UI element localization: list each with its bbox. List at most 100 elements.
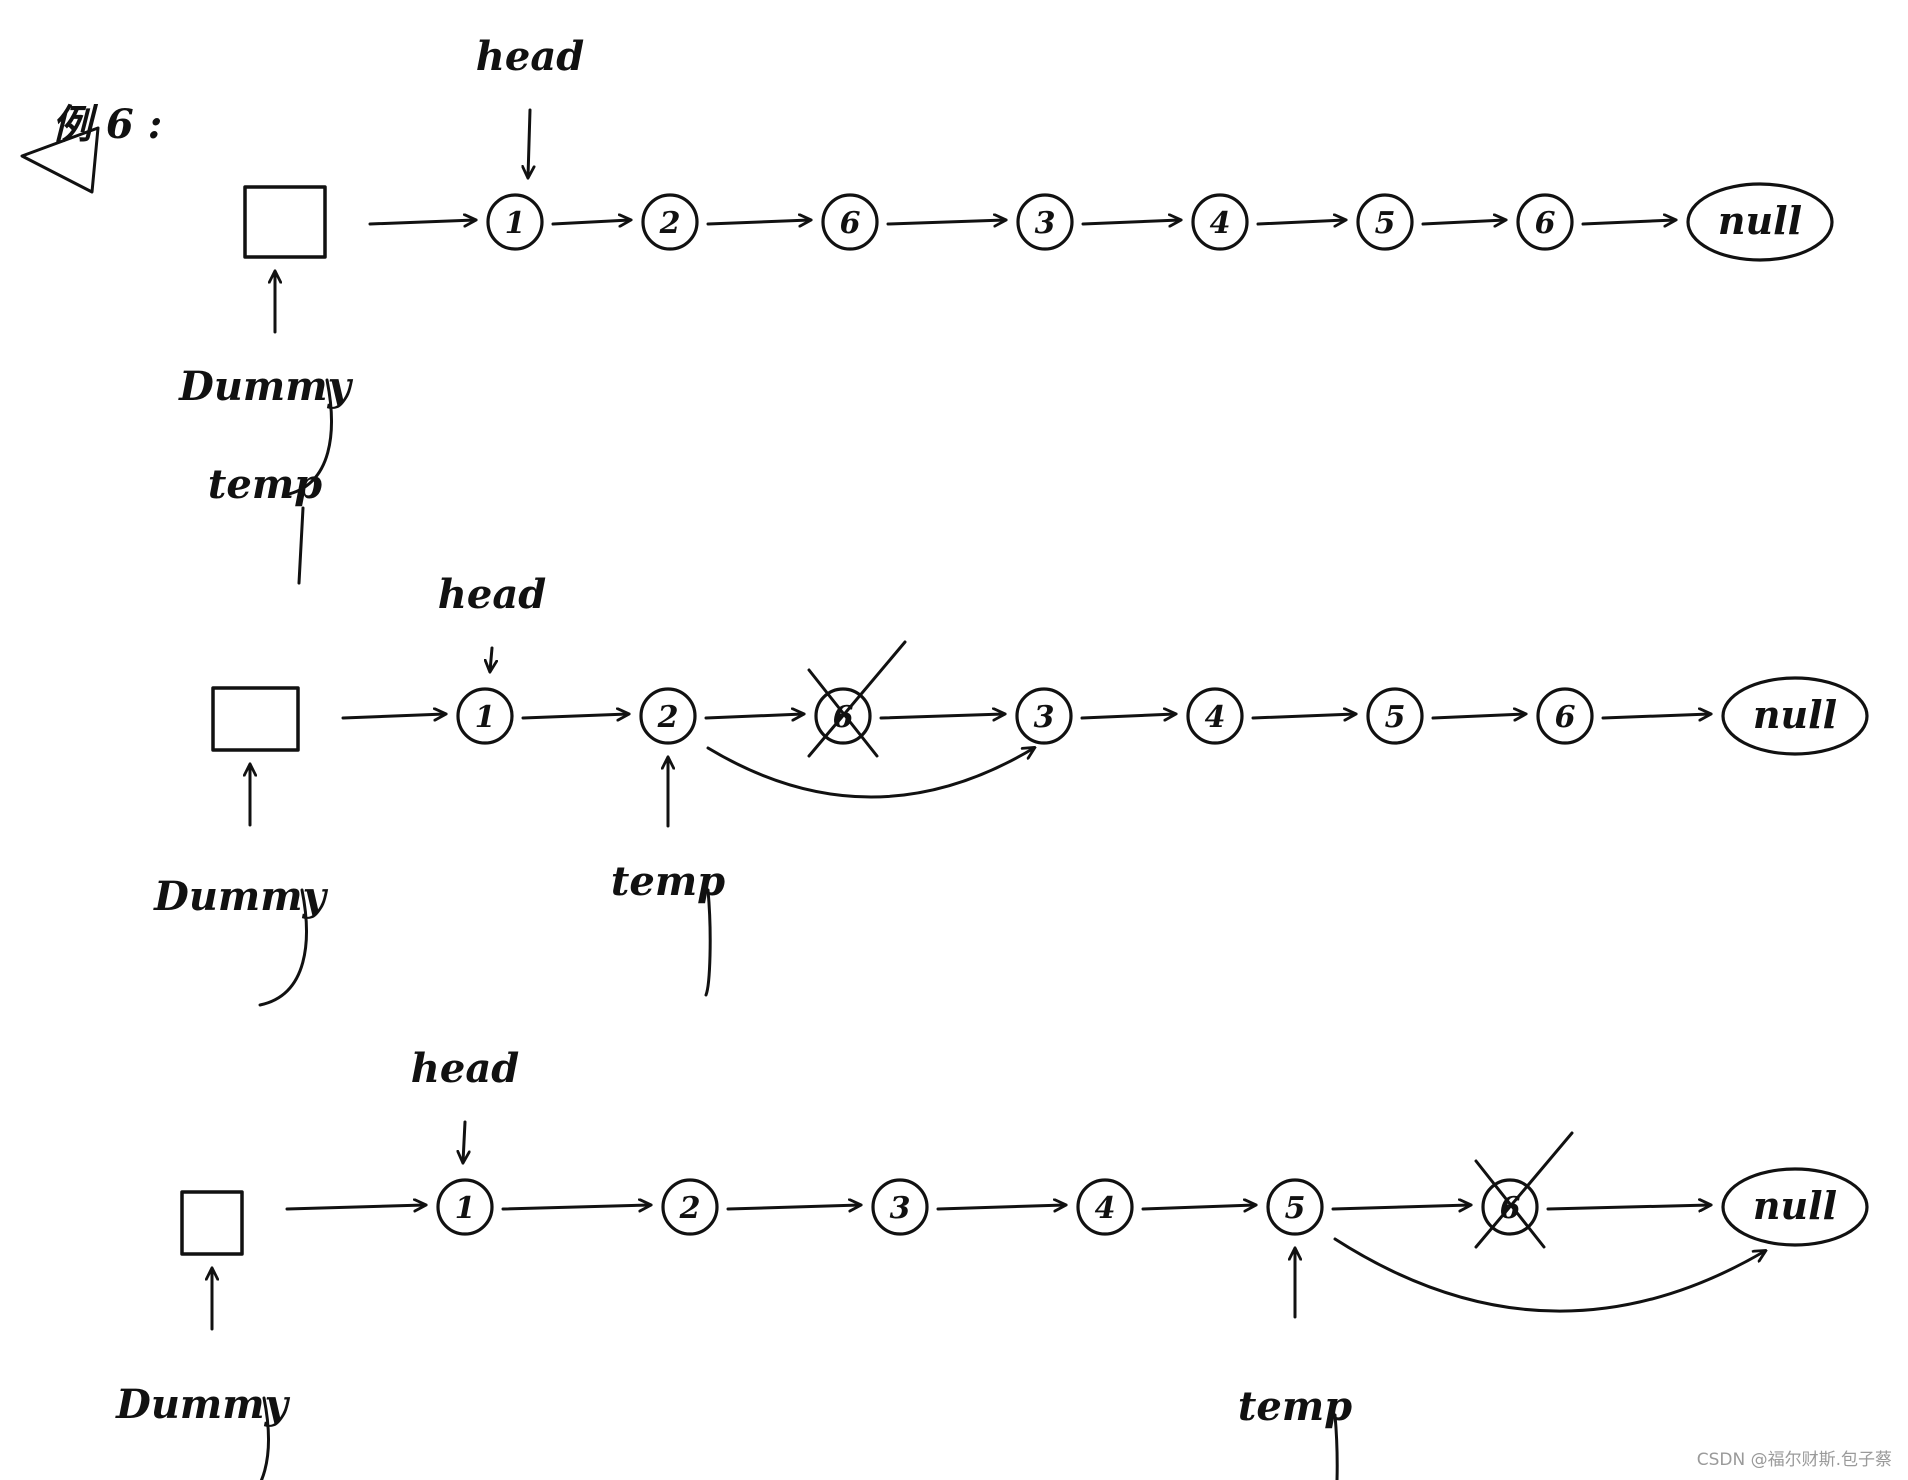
bypass-pointer-arrow xyxy=(1333,1237,1765,1313)
list-node-label: 5 xyxy=(1285,1191,1306,1226)
list-node-label: 3 xyxy=(890,1191,911,1226)
watermark: CSDN @福尔财斯.包子蔡 xyxy=(1696,1450,1892,1470)
dummy-label: Dummy xyxy=(115,1381,290,1428)
next-pointer-arrow xyxy=(551,220,630,224)
next-pointer-arrow xyxy=(1251,714,1355,718)
next-pointer-arrow xyxy=(1581,220,1675,224)
next-pointer-arrow xyxy=(341,714,445,718)
list-node xyxy=(486,193,544,251)
next-pointer-arrow xyxy=(1546,1205,1710,1209)
list-node xyxy=(436,1178,494,1236)
list-node xyxy=(871,1178,929,1236)
list-node-label: 6 xyxy=(1555,700,1576,735)
dummy-label: Dummy xyxy=(153,873,328,920)
next-pointer-arrow xyxy=(1331,1205,1470,1209)
list-node-label: 3 xyxy=(1034,700,1055,735)
list-node xyxy=(1076,1178,1134,1236)
list-node xyxy=(1366,687,1424,745)
list-node xyxy=(641,193,699,251)
next-pointer-arrow xyxy=(1431,714,1525,718)
null-node xyxy=(1721,676,1869,756)
list-node-label: 4 xyxy=(1095,1191,1116,1226)
temp-label-tail xyxy=(297,506,305,585)
list-node xyxy=(1536,687,1594,745)
list-node xyxy=(1481,1178,1539,1236)
cross-mark xyxy=(807,640,907,758)
dummy-node-box xyxy=(243,185,327,259)
list-node xyxy=(1191,193,1249,251)
list-node-label: 6 xyxy=(840,206,861,241)
null-node-label: null xyxy=(1718,198,1802,243)
list-node xyxy=(1186,687,1244,745)
bypass-pointer-arrow xyxy=(706,748,1034,799)
list-node xyxy=(1016,193,1074,251)
dummy-label-tail xyxy=(258,888,308,1007)
list-node xyxy=(456,687,514,745)
list-node xyxy=(814,687,872,745)
diagram-title: 例 6 : xyxy=(52,101,162,148)
list-node-label: 2 xyxy=(679,1191,701,1226)
next-pointer-arrow xyxy=(879,714,1004,718)
temp-label: temp xyxy=(611,858,725,905)
list-node xyxy=(1266,1178,1324,1236)
next-pointer-arrow xyxy=(1081,220,1180,224)
head-pointer-arrow xyxy=(463,1120,465,1162)
list-node xyxy=(1356,193,1414,251)
list-node xyxy=(1015,687,1073,745)
next-pointer-arrow xyxy=(1601,714,1710,718)
list-node xyxy=(661,1178,719,1236)
next-pointer-arrow xyxy=(726,1205,860,1209)
next-pointer-arrow xyxy=(1256,220,1345,224)
dummy-label-tail xyxy=(283,378,333,497)
cross-mark xyxy=(1474,1159,1546,1249)
cross-mark xyxy=(807,668,879,758)
null-node xyxy=(1721,1167,1869,1247)
list-node xyxy=(821,193,879,251)
list-node xyxy=(1516,193,1574,251)
next-pointer-arrow xyxy=(285,1205,425,1209)
dummy-node-box xyxy=(211,686,300,752)
dummy-label-tail xyxy=(259,1396,270,1480)
list-node-label: 6 xyxy=(1535,206,1556,241)
dummy-label: Dummy xyxy=(178,363,353,410)
next-pointer-arrow xyxy=(706,220,810,224)
next-pointer-arrow xyxy=(1141,1205,1255,1209)
head-label: head xyxy=(438,571,546,618)
head-label: head xyxy=(411,1045,519,1092)
null-node-label: null xyxy=(1753,692,1837,737)
dummy-node-box xyxy=(180,1190,244,1256)
next-pointer-arrow xyxy=(704,714,803,718)
next-pointer-arrow xyxy=(368,220,475,224)
list-node-label: 1 xyxy=(505,206,526,241)
temp-label: temp xyxy=(208,461,322,508)
next-pointer-arrow xyxy=(1080,714,1175,718)
temp-label-tail xyxy=(704,888,712,997)
cross-mark xyxy=(1474,1131,1574,1249)
list-node-label: 1 xyxy=(475,700,496,735)
list-node-label: 3 xyxy=(1035,206,1056,241)
head-pointer-arrow xyxy=(528,108,530,177)
next-pointer-arrow xyxy=(1421,220,1505,224)
list-node-label: 4 xyxy=(1210,206,1231,241)
list-node-label: 5 xyxy=(1375,206,1396,241)
next-pointer-arrow xyxy=(521,714,628,718)
head-label: head xyxy=(476,33,584,80)
list-node-label: 5 xyxy=(1385,700,1406,735)
next-pointer-arrow xyxy=(886,220,1005,224)
temp-label: temp xyxy=(1238,1383,1352,1430)
list-node-label: 2 xyxy=(659,206,681,241)
head-pointer-arrow xyxy=(490,646,492,671)
list-node-label: 2 xyxy=(657,700,679,735)
title-scribble-triangle xyxy=(20,126,100,194)
list-node-label: 1 xyxy=(455,1191,476,1226)
temp-label-tail xyxy=(1333,1413,1339,1480)
next-pointer-arrow xyxy=(936,1205,1065,1209)
null-node-label: null xyxy=(1753,1183,1837,1228)
list-node-label: 4 xyxy=(1205,700,1226,735)
next-pointer-arrow xyxy=(501,1205,650,1209)
list-node xyxy=(639,687,697,745)
